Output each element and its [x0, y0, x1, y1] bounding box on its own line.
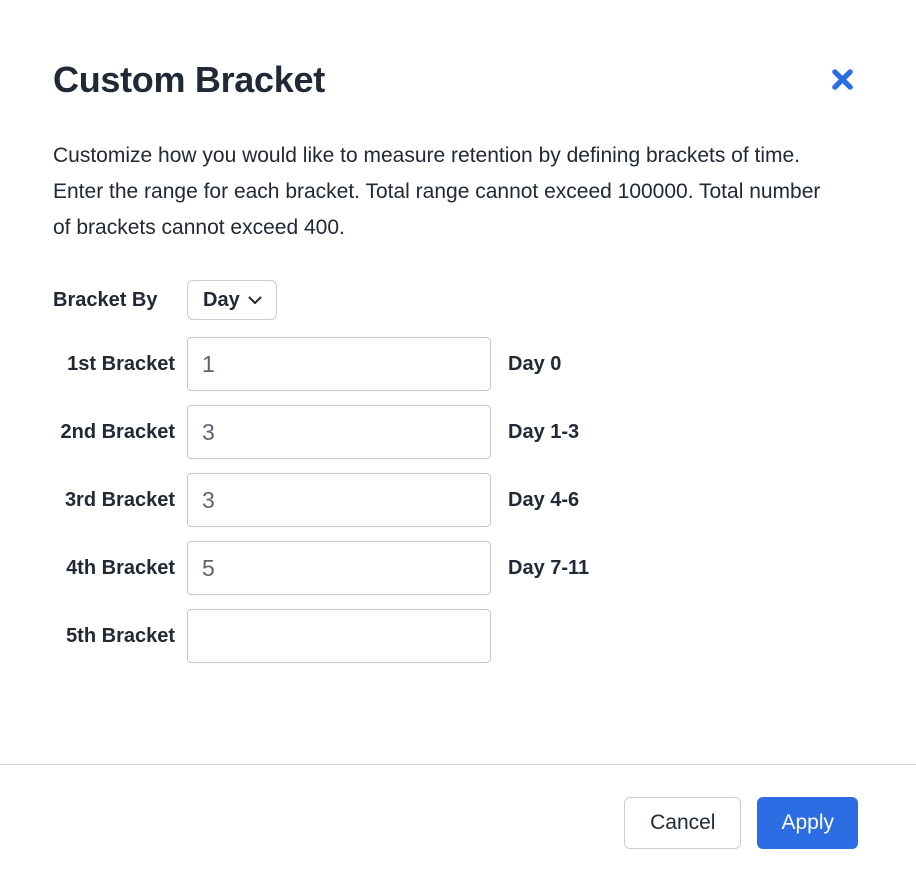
bracket-range-label: Day 0 — [508, 352, 562, 375]
bracket-range-label: Day 7-11 — [508, 556, 590, 579]
bracket-range-label: Day 1-3 — [508, 420, 580, 443]
bracket-row-label: 1st Bracket — [67, 352, 175, 375]
bracket-row-label: 3rd Bracket — [64, 488, 175, 511]
bracket-4-input[interactable] — [187, 541, 491, 595]
bracket-5-input[interactable] — [187, 609, 491, 663]
cancel-button[interactable]: Cancel — [624, 797, 742, 849]
bracket-row-1: 1st Bracket Day 0 — [53, 337, 858, 391]
bracket-by-label: Bracket By — [53, 288, 158, 311]
modal-footer: Cancel Apply — [624, 797, 858, 849]
bracket-1-input[interactable] — [187, 337, 491, 391]
bracket-row-4: 4th Bracket Day 7-11 — [53, 541, 858, 595]
bracket-row-label: 2nd Bracket — [60, 420, 176, 443]
bracket-row-2: 2nd Bracket Day 1-3 — [53, 405, 858, 459]
dropdown-selected-value: Day — [203, 288, 240, 311]
page-title: Custom Bracket — [53, 59, 325, 100]
bracket-row-3: 3rd Bracket Day 4-6 — [53, 473, 858, 527]
bracket-range-label: Day 4-6 — [508, 488, 580, 511]
apply-button[interactable]: Apply — [757, 797, 858, 849]
bracket-row-5: 5th Bracket — [53, 609, 858, 663]
close-icon — [832, 69, 853, 90]
bracket-3-input[interactable] — [187, 473, 491, 527]
close-button[interactable] — [827, 64, 858, 95]
footer-divider — [0, 764, 916, 765]
chevron-down-icon — [248, 296, 262, 304]
bracket-row-label: 4th Bracket — [66, 556, 175, 579]
bracket-form: Bracket By Day 1st Bracket Day 0 2nd Bra… — [53, 280, 858, 663]
bracket-2-input[interactable] — [187, 405, 491, 459]
bracket-by-dropdown[interactable]: Day — [187, 280, 277, 320]
modal-header: Custom Bracket — [53, 58, 858, 102]
modal-description: Customize how you would like to measure … — [53, 144, 821, 239]
bracket-row-label: 5th Bracket — [66, 624, 175, 647]
bracket-by-row: Bracket By Day — [53, 280, 858, 320]
